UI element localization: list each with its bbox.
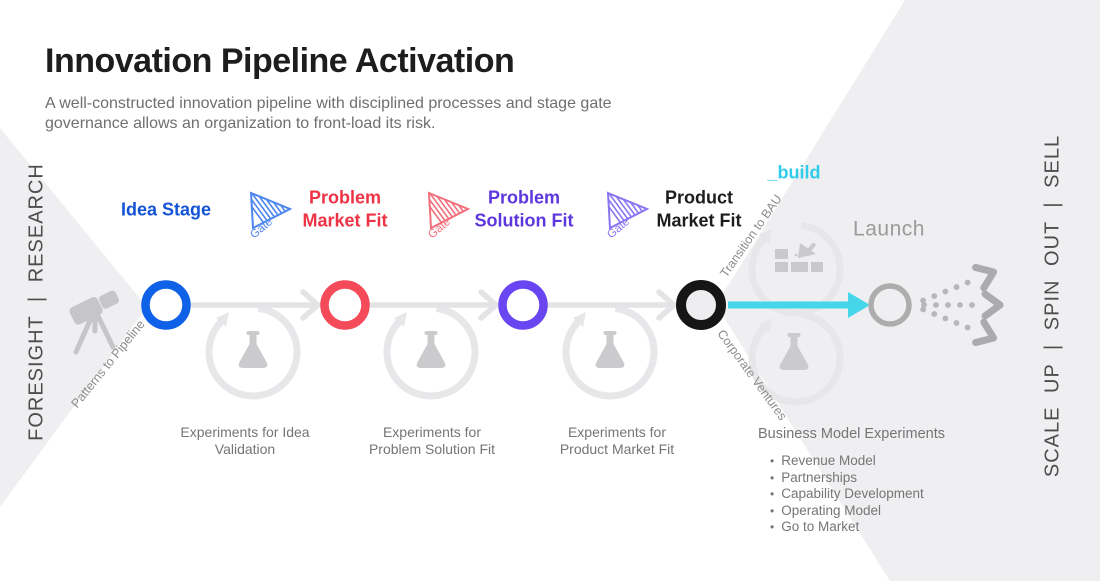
experiment-flask-icon: [779, 333, 809, 370]
stage-circle-product-market-fit: [676, 280, 726, 330]
stage-circle-idea: [141, 280, 191, 330]
stage-circle-launch: [868, 283, 912, 327]
list-item: • Revenue Model: [770, 453, 924, 470]
stage-label-problem-market-fit: Problem Market Fit: [302, 187, 388, 231]
bullet-icon: •: [770, 470, 775, 485]
list-item: • Go to Market: [770, 519, 924, 536]
list-item-label: Partnerships: [781, 469, 857, 485]
business-model-experiments-title: Business Model Experiments: [758, 426, 945, 442]
build-label: _build: [767, 162, 821, 183]
experiment-flask-icon: [416, 331, 446, 368]
exit-arrows: [920, 263, 1004, 347]
list-item-label: Operating Model: [781, 502, 882, 518]
stage-label-problem-solution-fit: Problem Solution Fit: [474, 187, 574, 231]
list-item: • Capability Development: [770, 486, 924, 503]
experiments-problem-solution-fit-label: Experiments for Problem Solution Fit: [368, 423, 496, 457]
experiments-idea-validation-label: Experiments for Idea Validation: [180, 423, 310, 457]
stage-label-launch: Launch: [853, 217, 925, 241]
telescope-icon: [69, 290, 120, 355]
left-phase-label: FORESIGHT | RESEARCH: [25, 163, 48, 441]
bullet-icon: •: [770, 454, 775, 468]
bullet-icon: •: [770, 487, 775, 502]
page-subtitle: A well-constructed innovation pipeline w…: [45, 95, 612, 133]
business-model-experiments-list: • Revenue Model • Partnerships • Capability…: [770, 453, 924, 536]
bullet-icon: •: [770, 503, 775, 518]
build-bricks-trowel-icon: [775, 242, 823, 272]
list-item: • Partnerships: [770, 470, 924, 487]
list-item-label: Capability Development: [781, 486, 924, 502]
page-title: Innovation Pipeline Activation: [45, 42, 515, 80]
build-arrow: [728, 292, 870, 318]
experiment-flask-icon: [595, 331, 625, 368]
experiment-flask-icon: [238, 331, 268, 368]
dotted-arrow-mid: [921, 290, 1004, 320]
experiments-product-market-fit-label: Experiments for Product Market Fit: [559, 423, 675, 457]
bullet-icon: •: [770, 520, 775, 535]
pipeline-line: [190, 289, 679, 321]
stage-label-idea: Idea Stage: [120, 199, 212, 220]
stage-label-product-market-fit: Product Market Fit: [656, 187, 742, 231]
list-item: • Operating Model: [770, 503, 924, 520]
stage-circle-problem-solution-fit: [498, 280, 548, 330]
stage-circle-problem-market-fit: [320, 280, 370, 330]
list-item-label: Go to Market: [781, 519, 860, 535]
dotted-arrow-down: [920, 306, 998, 347]
dotted-arrow-up: [920, 263, 998, 304]
list-item-label: Revenue Model: [781, 453, 876, 468]
right-phase-label: SCALE UP | SPIN OUT | SELL: [1041, 134, 1064, 478]
